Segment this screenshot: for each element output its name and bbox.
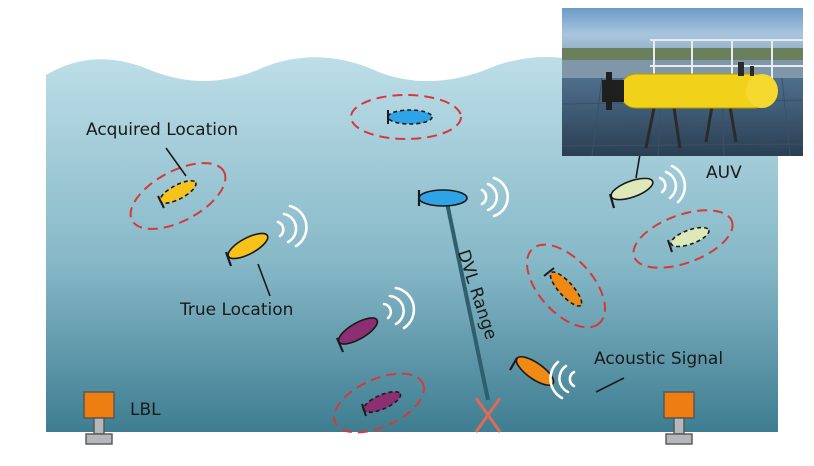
- estimate-region-green: [632, 209, 734, 269]
- leader-true: [257, 263, 271, 297]
- estimate-region-blue: [350, 94, 462, 140]
- label-acoustic-signal: Acoustic Signal: [594, 349, 724, 369]
- acquired-vehicle-orange: [549, 271, 583, 307]
- leader-acoustic: [595, 377, 625, 393]
- signal-arcs-blue: [480, 176, 510, 218]
- label-auv: AUV: [706, 163, 742, 183]
- acquired-vehicle-green: [670, 226, 710, 248]
- signal-arcs-yellow: [276, 204, 308, 248]
- estimate-region-yellow: [129, 162, 227, 230]
- leader-auv: [635, 153, 641, 179]
- signal-arcs-green: [658, 164, 687, 204]
- estimate-region-orange: [525, 243, 607, 329]
- dvl-range-line: [444, 197, 490, 401]
- signal-arcs-purple: [382, 286, 416, 330]
- lbl-beacon-left: [83, 391, 115, 445]
- estimate-region-purple: [333, 372, 425, 434]
- lbl-beacon-right: [663, 391, 695, 445]
- acquired-vehicle-blue: [387, 109, 433, 125]
- label-acquired-location: Acquired Location: [86, 120, 239, 140]
- auv-photo: [562, 8, 803, 156]
- leader-acquired: [165, 147, 187, 177]
- label-lbl: LBL: [130, 400, 161, 420]
- seafloor-cross-icon: [474, 397, 502, 433]
- vehicle-blue: [418, 189, 468, 207]
- label-true-location: True Location: [180, 300, 294, 320]
- signal-arcs-orange: [549, 360, 576, 400]
